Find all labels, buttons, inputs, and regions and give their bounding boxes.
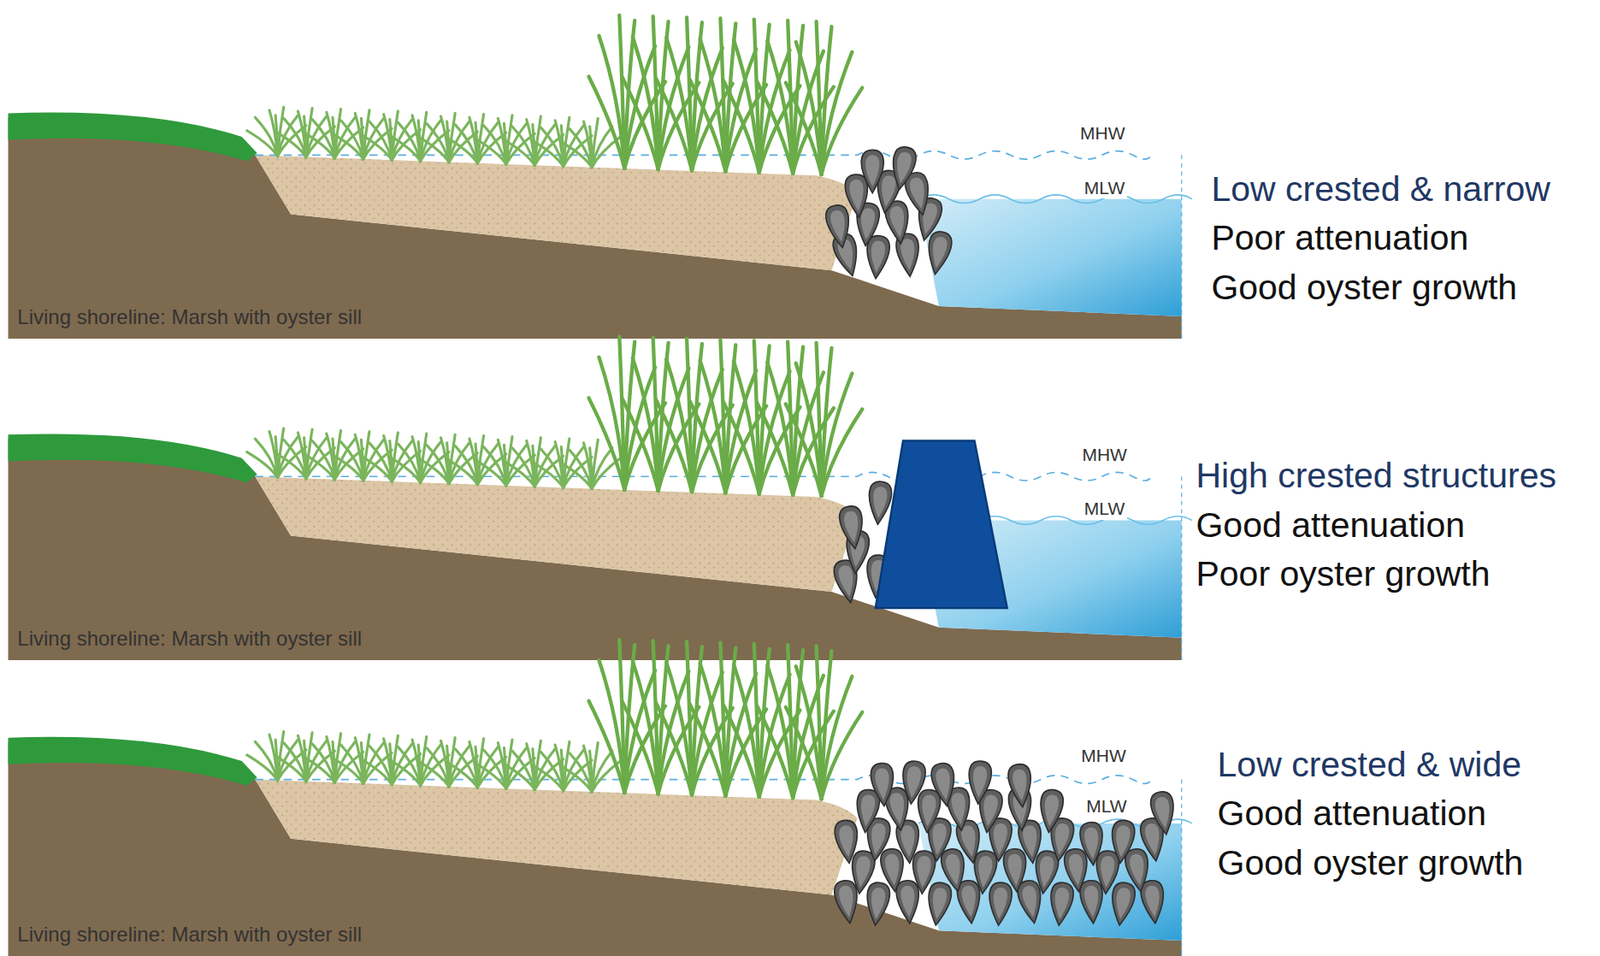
design-title: Low crested & wide <box>1217 744 1523 786</box>
design-title: High crested structures <box>1195 455 1557 496</box>
water-level-label: MHW <box>1077 123 1128 144</box>
design-note: Good oyster growth <box>1210 267 1518 308</box>
panel-caption: Living shoreline: Marsh with oyster sill <box>17 626 362 651</box>
design-note: Good oyster growth <box>1217 843 1524 884</box>
water-level-label: MHW <box>1078 745 1128 767</box>
design-note: Good attenuation <box>1217 793 1488 834</box>
water-level-label: MLW <box>1081 177 1128 199</box>
design-title: Low crested & narrow <box>1210 169 1551 210</box>
water-level-label: MLW <box>1083 796 1129 817</box>
design-note: Good attenuation <box>1195 505 1465 546</box>
design-note: Poor attenuation <box>1210 218 1469 259</box>
panel-caption: Living shoreline: Marsh with oyster sill <box>17 305 362 330</box>
water-level-label: MHW <box>1079 444 1129 466</box>
panel-caption: Living shoreline: Marsh with oyster sill <box>17 922 362 947</box>
water-level-label: MLW <box>1081 498 1128 520</box>
design-note: Poor oyster growth <box>1195 554 1490 595</box>
